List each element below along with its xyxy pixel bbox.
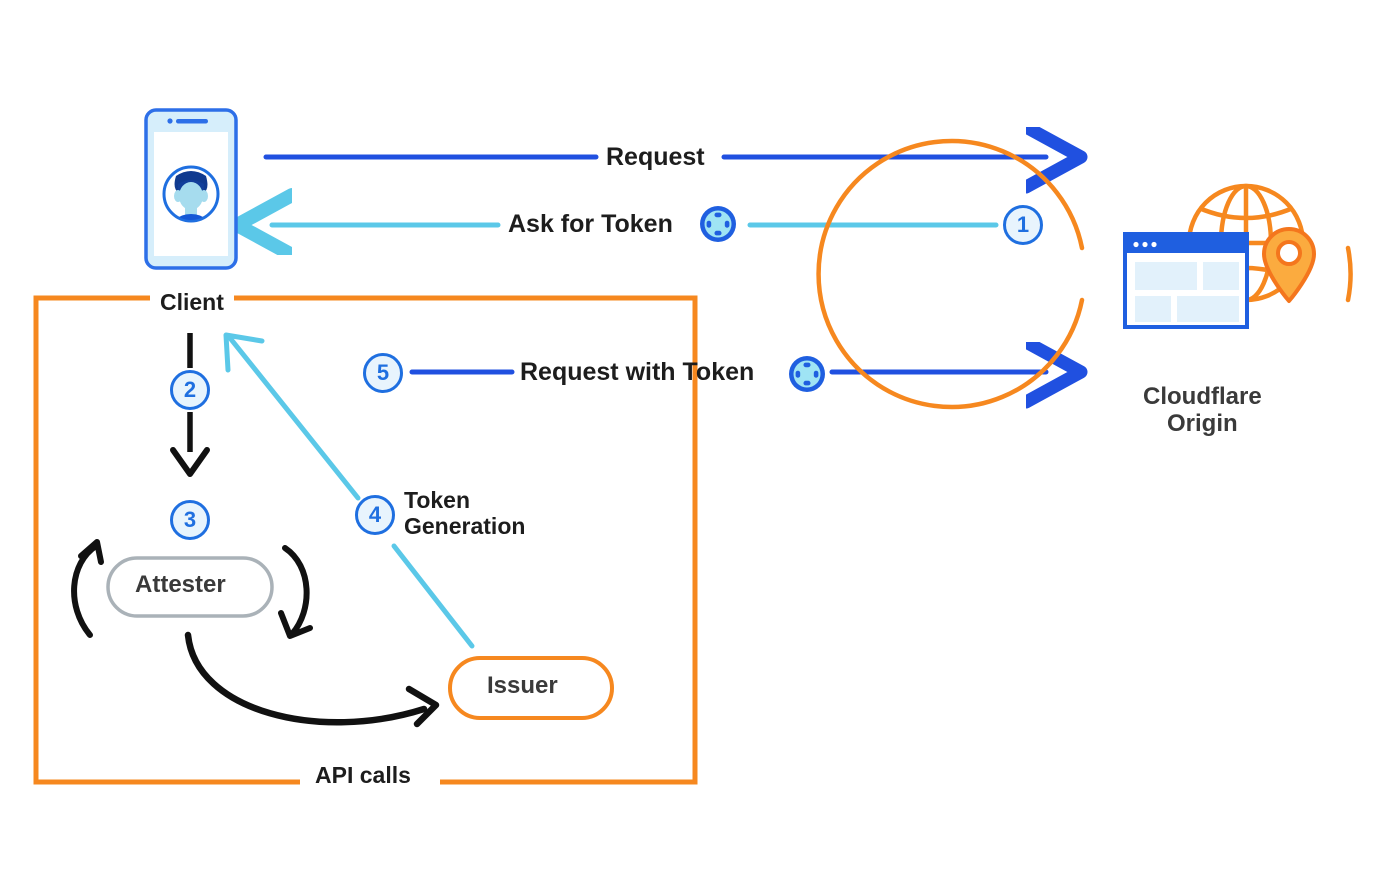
privacy-pass-token-icon (698, 204, 738, 244)
node-label-client: Client (150, 289, 234, 316)
origin-line-1: Cloudflare (1143, 383, 1262, 410)
edge-token-generation (223, 332, 475, 649)
user-avatar-icon (162, 165, 220, 223)
api-calls-group-box (33, 295, 698, 785)
step-badge-5[interactable]: 5 (363, 353, 403, 393)
token-generation-line-2: Generation (404, 512, 526, 539)
step-badge-2[interactable]: 2 (170, 370, 210, 410)
privacy-pass-token-icon (787, 354, 827, 394)
node-issuer[interactable] (448, 656, 614, 720)
group-label-api-calls: API calls (305, 762, 421, 789)
browser-window-icon (1123, 232, 1249, 329)
step-badge-4[interactable]: 4 (355, 495, 395, 535)
origin-ring (816, 138, 1353, 410)
location-pin-icon (1262, 227, 1316, 303)
node-label-issuer: Issuer (487, 672, 558, 699)
token-generation-line-1: Token (404, 487, 471, 513)
step-badge-3[interactable]: 3 (170, 500, 210, 540)
edge-attester-loop (71, 539, 440, 728)
smartphone-icon (144, 108, 238, 270)
origin-line-2: Origin (1167, 409, 1238, 437)
edge-label-request: Request (606, 143, 705, 171)
node-label-attester: Attester (135, 571, 226, 598)
edge-label-request-with-token: Request with Token (520, 358, 755, 386)
step-badge-1[interactable]: 1 (1003, 205, 1043, 245)
node-attester[interactable] (106, 556, 274, 618)
edge-label-ask-for-token: Ask for Token (508, 210, 673, 238)
edge-client-to-attester (170, 333, 210, 477)
